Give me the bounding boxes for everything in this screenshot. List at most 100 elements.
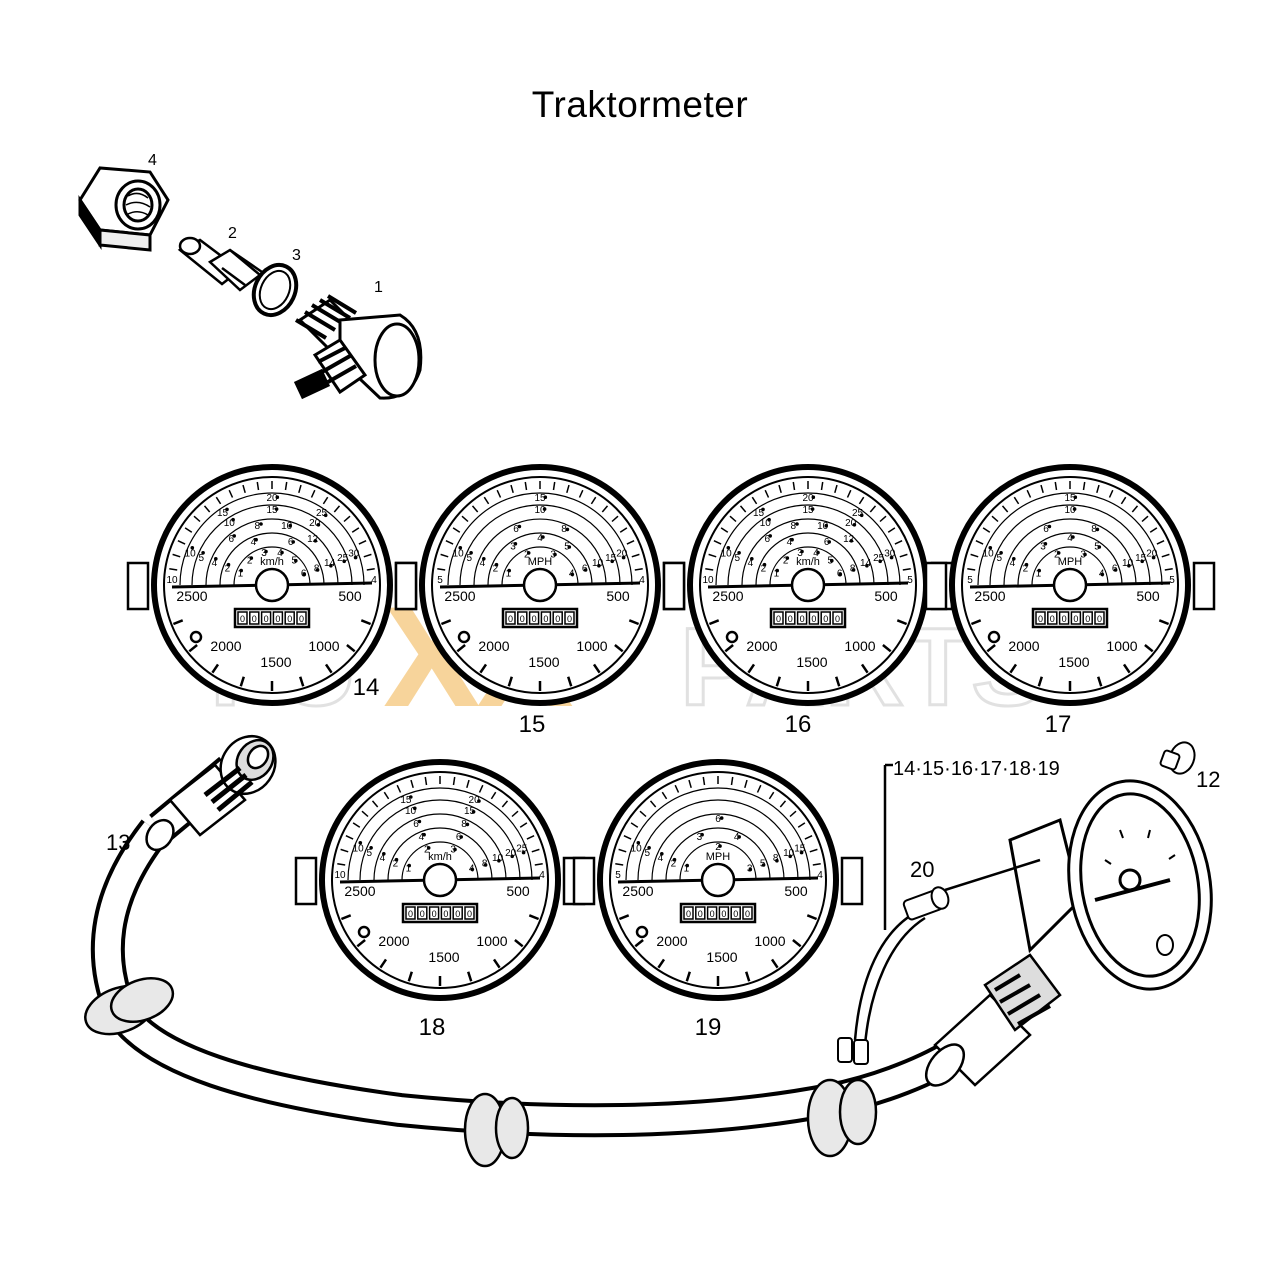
scale-mark-label: 12: [307, 534, 319, 545]
rpm-label: 500: [606, 588, 630, 604]
left-scale-label: 10: [166, 575, 178, 586]
scale-mark-label: 6: [513, 524, 519, 535]
scale-mark-label: 2: [393, 858, 399, 869]
rpm-label: 2500: [974, 588, 1005, 604]
scale-mark-label: 10: [783, 848, 795, 859]
rpm-label: 1500: [260, 654, 291, 670]
odometer-digit: 0: [1085, 614, 1090, 624]
odometer-digit: 0: [555, 614, 560, 624]
label-part-4: 4: [148, 152, 157, 169]
speed-unit-label: MPH: [1058, 556, 1083, 568]
angle-drive-part: [293, 294, 423, 400]
scale-mark-label: 2: [761, 563, 767, 574]
scale-mark-label: 25: [337, 553, 349, 564]
odometer-digit: 0: [532, 614, 537, 624]
scale-mark-label: 4: [537, 533, 543, 544]
scale-mark-label: 10: [353, 844, 365, 855]
scale-mark-label: 15: [464, 806, 476, 817]
gauge-number-label: 16: [785, 711, 812, 738]
odometer-digit: 0: [508, 614, 513, 624]
scale-mark-label: 4: [1010, 558, 1016, 569]
scale-mark-label: 6: [288, 537, 294, 548]
scale-mark-label: 3: [510, 541, 516, 552]
label-part-1: 1: [374, 279, 383, 296]
rpm-label: 1000: [308, 638, 339, 654]
odometer-digit: 0: [776, 614, 781, 624]
bulb-holder-part: [837, 886, 950, 1065]
gauge-number-label: 17: [1045, 711, 1072, 738]
odometer-digit: 0: [733, 909, 738, 919]
scale-mark-label: 25: [516, 844, 528, 855]
odometer-digit: 0: [408, 909, 413, 919]
scale-mark-label: 10: [817, 521, 829, 532]
scale-mark-label: 2: [493, 563, 499, 574]
odometer-digit: 0: [1062, 614, 1067, 624]
odometer-digit: 0: [567, 614, 572, 624]
callout-gauge-list: 14·15·16·17·18·19: [893, 758, 1060, 780]
odometer-digit: 0: [520, 614, 525, 624]
left-scale-label: 5: [615, 870, 621, 881]
right-scale-label: 4: [639, 575, 645, 586]
scale-mark-label: 5: [997, 553, 1003, 564]
scale-mark-label: 4: [1067, 533, 1073, 544]
scale-mark-label: 5: [467, 553, 473, 564]
cable-end-fitting: [145, 735, 277, 852]
scale-mark-label: 10: [592, 558, 604, 569]
scale-mark-label: 2: [1054, 550, 1060, 561]
scale-mark-label: 10: [760, 518, 772, 529]
scale-mark-label: 30: [348, 549, 360, 560]
hex-nut-part: [78, 166, 170, 252]
scale-mark-label: 15: [400, 795, 412, 806]
instrument-housing: [1008, 779, 1213, 991]
rpm-label: 2500: [712, 588, 743, 604]
right-scale-label: 4: [817, 870, 823, 881]
label-part-2: 2: [228, 225, 237, 242]
scale-mark-label: 15: [217, 508, 229, 519]
odometer-digit: 0: [287, 614, 292, 624]
rpm-label: 2000: [210, 638, 241, 654]
scale-mark-label: 1: [406, 864, 412, 875]
speed-unit-label: km/h: [260, 556, 284, 568]
right-scale-label: 4: [371, 575, 377, 586]
label-part-3: 3: [292, 247, 301, 264]
rpm-label: 500: [874, 588, 898, 604]
rpm-label: 500: [1136, 588, 1160, 604]
odometer-digit: 0: [1038, 614, 1043, 624]
speedometer-gauge: 1015202551015204681024681234km/h10425005…: [294, 759, 586, 1041]
scale-mark-label: 6: [824, 537, 830, 548]
scale-mark-label: 2: [715, 842, 721, 853]
scale-mark-label: 4: [480, 558, 486, 569]
rpm-label: 500: [506, 883, 530, 899]
scale-mark-label: 30: [884, 549, 896, 560]
scale-mark-label: 10: [281, 521, 293, 532]
scale-mark-label: 15: [1064, 493, 1076, 504]
scale-mark-label: 25: [316, 508, 328, 519]
scale-mark-label: 10: [1064, 505, 1076, 516]
scale-mark-label: 10: [534, 505, 546, 516]
left-scale-label: 10: [334, 870, 346, 881]
scale-mark-label: 15: [753, 508, 765, 519]
speedometer-gauge: 10155104682345123MPH54250050020001000150…: [572, 759, 864, 1041]
scale-mark-label: 4: [380, 853, 386, 864]
scale-mark-label: 20: [469, 795, 481, 806]
scale-mark-label: 8: [791, 521, 797, 532]
scale-mark-label: 12: [843, 534, 855, 545]
scale-mark-label: 8: [461, 819, 467, 830]
speedometer-gauge: 1015205101546810234561234MPH552500500200…: [924, 464, 1216, 738]
scale-mark-label: 15: [794, 844, 806, 855]
scale-mark-label: 6: [229, 534, 235, 545]
odometer-digit: 0: [1073, 614, 1078, 624]
speedometer-gauge: 1015205101546810234561234MPH542500500200…: [394, 464, 686, 738]
scale-mark-label: 5: [645, 848, 651, 859]
odometer-digit: 0: [698, 909, 703, 919]
scale-mark-label: 10: [405, 806, 417, 817]
speed-unit-label: MPH: [706, 851, 731, 863]
left-scale-label: 10: [702, 575, 714, 586]
bushing-part: [177, 236, 263, 292]
odometer-digit: 0: [455, 909, 460, 919]
scale-mark-label: 5: [1094, 541, 1100, 552]
wiring-harness: [853, 763, 1041, 1046]
scale-mark-label: 20: [309, 518, 321, 529]
scale-mark-label: 6: [765, 534, 771, 545]
scale-mark-label: 3: [261, 548, 267, 559]
